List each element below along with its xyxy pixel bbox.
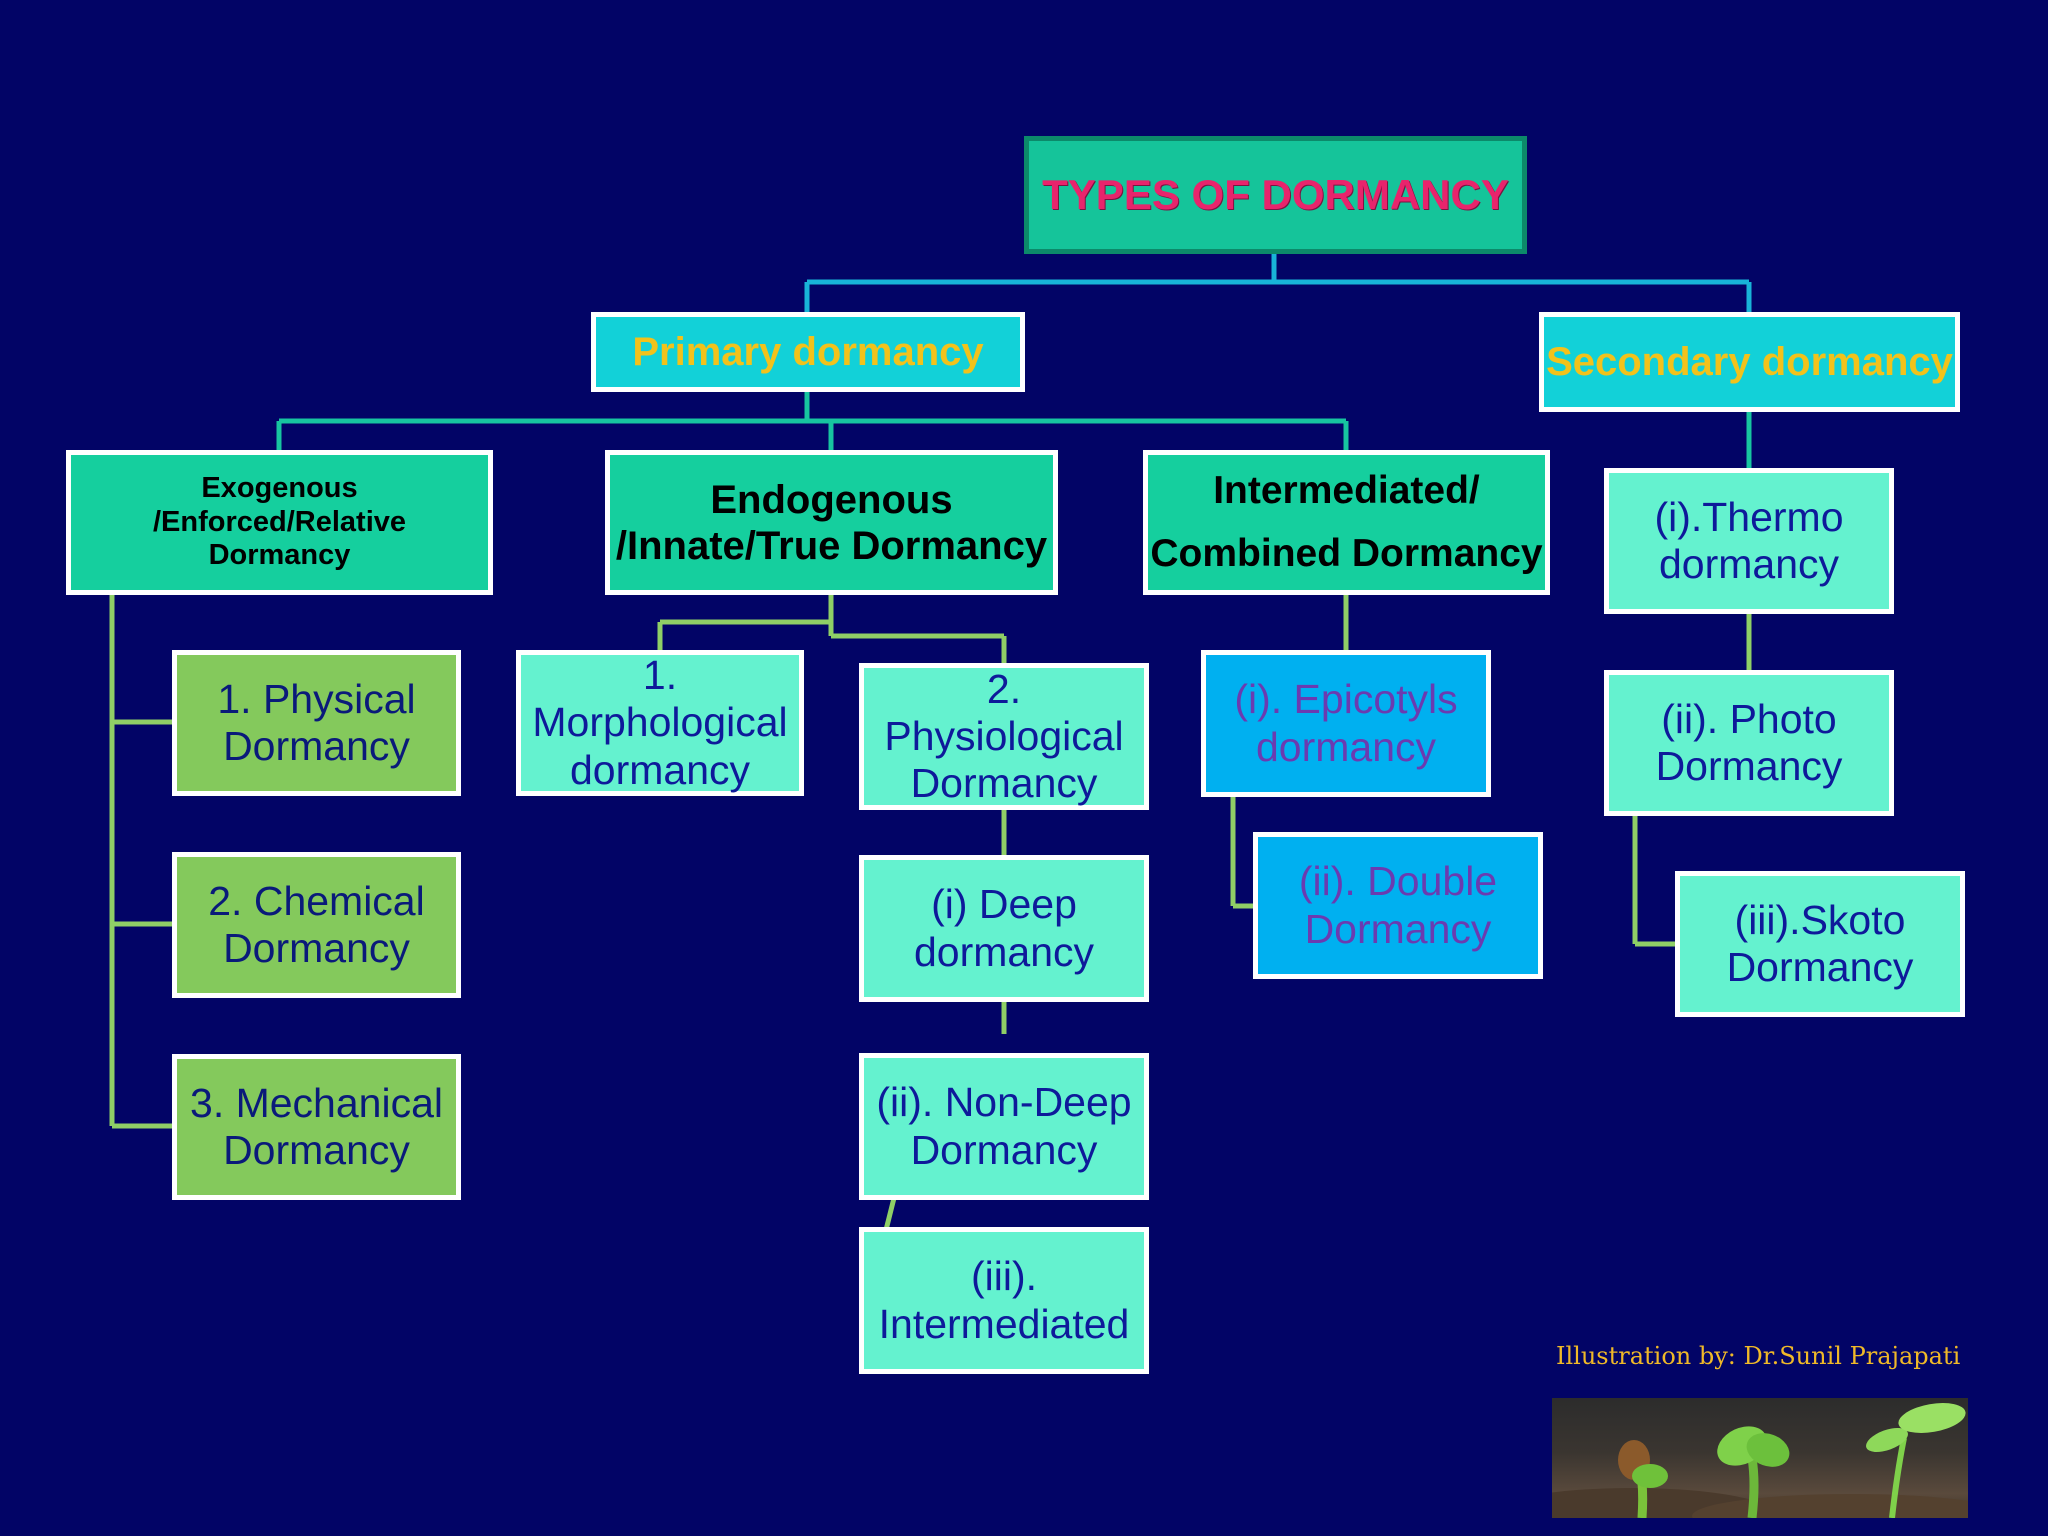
secondary-dormancy-label: Secondary dormancy	[1546, 340, 1953, 384]
chemical-dormancy-label: 2. Chemical Dormancy	[208, 877, 425, 971]
node-morphological-dormancy: 1. Morphological dormancy	[516, 650, 804, 796]
node-non-deep-dormancy: (ii). Non-Deep Dormancy	[859, 1053, 1149, 1200]
seedling-illustration	[1552, 1403, 1968, 1518]
intermediated-physiological-label: (iii). Intermediated	[878, 1253, 1130, 1347]
node-secondary-dormancy: Secondary dormancy	[1539, 312, 1960, 412]
thermo-dormancy-label: (i).Thermo dormancy	[1654, 493, 1844, 587]
node-deep-dormancy: (i) Deep dormancy	[859, 855, 1149, 1002]
node-intermediated-physiological: (iii). Intermediated	[859, 1227, 1149, 1374]
node-physiological-dormancy: 2. Physiological Dormancy	[859, 663, 1149, 810]
node-physical-dormancy: 1. Physical Dormancy	[172, 650, 461, 796]
mechanical-dormancy-label: 3. Mechanical Dormancy	[190, 1079, 443, 1173]
node-epicotyls-dormancy: (i). Epicotyls dormancy	[1201, 650, 1491, 797]
epicotyls-dormancy-label: (i). Epicotyls dormancy	[1234, 676, 1458, 770]
morphological-dormancy-label: 1. Morphological dormancy	[532, 652, 788, 793]
physiological-dormancy-label: 2. Physiological Dormancy	[884, 665, 1124, 807]
node-double-dormancy: (ii). Double Dormancy	[1253, 832, 1543, 979]
photo-dormancy-label: (ii). Photo Dormancy	[1655, 695, 1843, 789]
node-exogenous-dormancy: Exogenous /Enforced/Relative Dormancy	[66, 450, 493, 595]
exogenous-dormancy-label: Exogenous /Enforced/Relative Dormancy	[152, 472, 407, 572]
node-mechanical-dormancy: 3. Mechanical Dormancy	[172, 1054, 461, 1200]
seedling-photo	[1552, 1398, 1968, 1518]
root-node-types-of-dormancy: TYPES OF DORMANCY	[1024, 136, 1527, 254]
physical-dormancy-label: 1. Physical Dormancy	[217, 675, 416, 769]
node-thermo-dormancy: (i).Thermo dormancy	[1604, 468, 1894, 614]
double-dormancy-label: (ii). Double Dormancy	[1298, 858, 1498, 952]
node-intermediated-dormancy: Intermediated/ Combined Dormancy	[1143, 450, 1550, 595]
node-chemical-dormancy: 2. Chemical Dormancy	[172, 852, 461, 998]
endogenous-dormancy-label: Endogenous /Innate/True Dormancy	[615, 477, 1048, 568]
intermediated-dormancy-label: Intermediated/ Combined Dormancy	[1150, 469, 1543, 575]
node-skoto-dormancy: (iii).Skoto Dormancy	[1675, 871, 1965, 1017]
deep-dormancy-label: (i) Deep dormancy	[913, 881, 1094, 975]
root-node-label: TYPES OF DORMANCY	[1042, 170, 1509, 218]
illustration-credit: Illustration by: Dr.Sunil Prajapati	[1556, 1342, 1961, 1370]
node-photo-dormancy: (ii). Photo Dormancy	[1604, 670, 1894, 816]
node-primary-dormancy: Primary dormancy	[591, 312, 1025, 392]
skoto-dormancy-label: (iii).Skoto Dormancy	[1726, 896, 1914, 990]
node-endogenous-dormancy: Endogenous /Innate/True Dormancy	[605, 450, 1058, 595]
primary-dormancy-label: Primary dormancy	[632, 330, 984, 374]
non-deep-dormancy-label: (ii). Non-Deep Dormancy	[876, 1079, 1132, 1173]
